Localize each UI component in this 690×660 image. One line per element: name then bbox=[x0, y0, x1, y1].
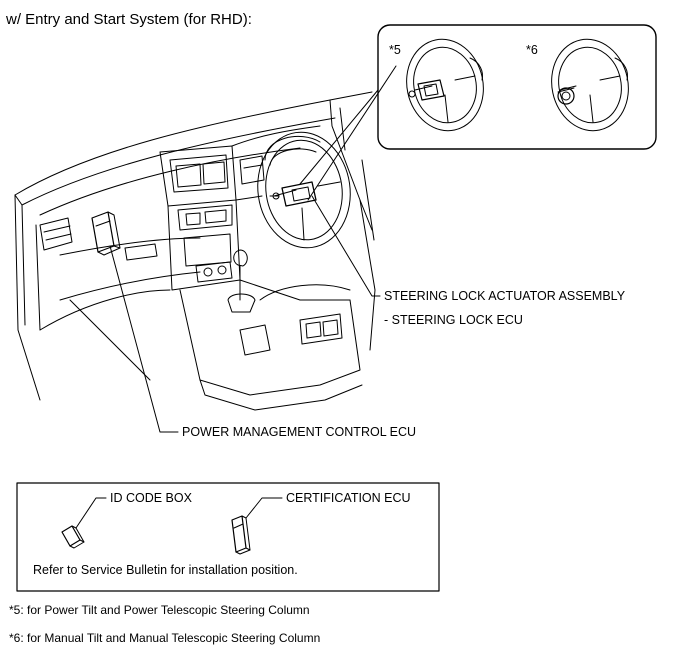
id-code-box-label: ID CODE BOX bbox=[110, 491, 192, 505]
page-title: w/ Entry and Start System (for RHD): bbox=[6, 11, 252, 28]
info-box-frame bbox=[16, 482, 440, 592]
inset-label-6: *6 bbox=[526, 43, 538, 57]
certification-ecu-icon bbox=[231, 497, 283, 555]
power-management-ecu-icon bbox=[91, 211, 121, 256]
footnote-6: *6: for Manual Tilt and Manual Telescopi… bbox=[9, 631, 321, 645]
certification-ecu-label: CERTIFICATION ECU bbox=[286, 491, 411, 505]
inset-panel bbox=[377, 24, 657, 150]
inset-label-5: *5 bbox=[389, 43, 401, 57]
steering-lock-actuator-label: STEERING LOCK ACTUATOR ASSEMBLY bbox=[384, 289, 626, 303]
footnote-5: *5: for Power Tilt and Power Telescopic … bbox=[9, 603, 310, 617]
power-management-ecu-label: POWER MANAGEMENT CONTROL ECU bbox=[182, 425, 417, 439]
service-bulletin-note: Refer to Service Bulletin for installati… bbox=[33, 563, 298, 577]
steering-wheel-icon-6 bbox=[551, 38, 629, 132]
leader-lines bbox=[109, 65, 397, 433]
steering-wheel-icon-5 bbox=[406, 38, 484, 132]
dashboard-illustration bbox=[14, 91, 376, 411]
steering-lock-ecu-label: - STEERING LOCK ECU bbox=[384, 313, 523, 327]
id-code-box-icon bbox=[61, 497, 107, 549]
